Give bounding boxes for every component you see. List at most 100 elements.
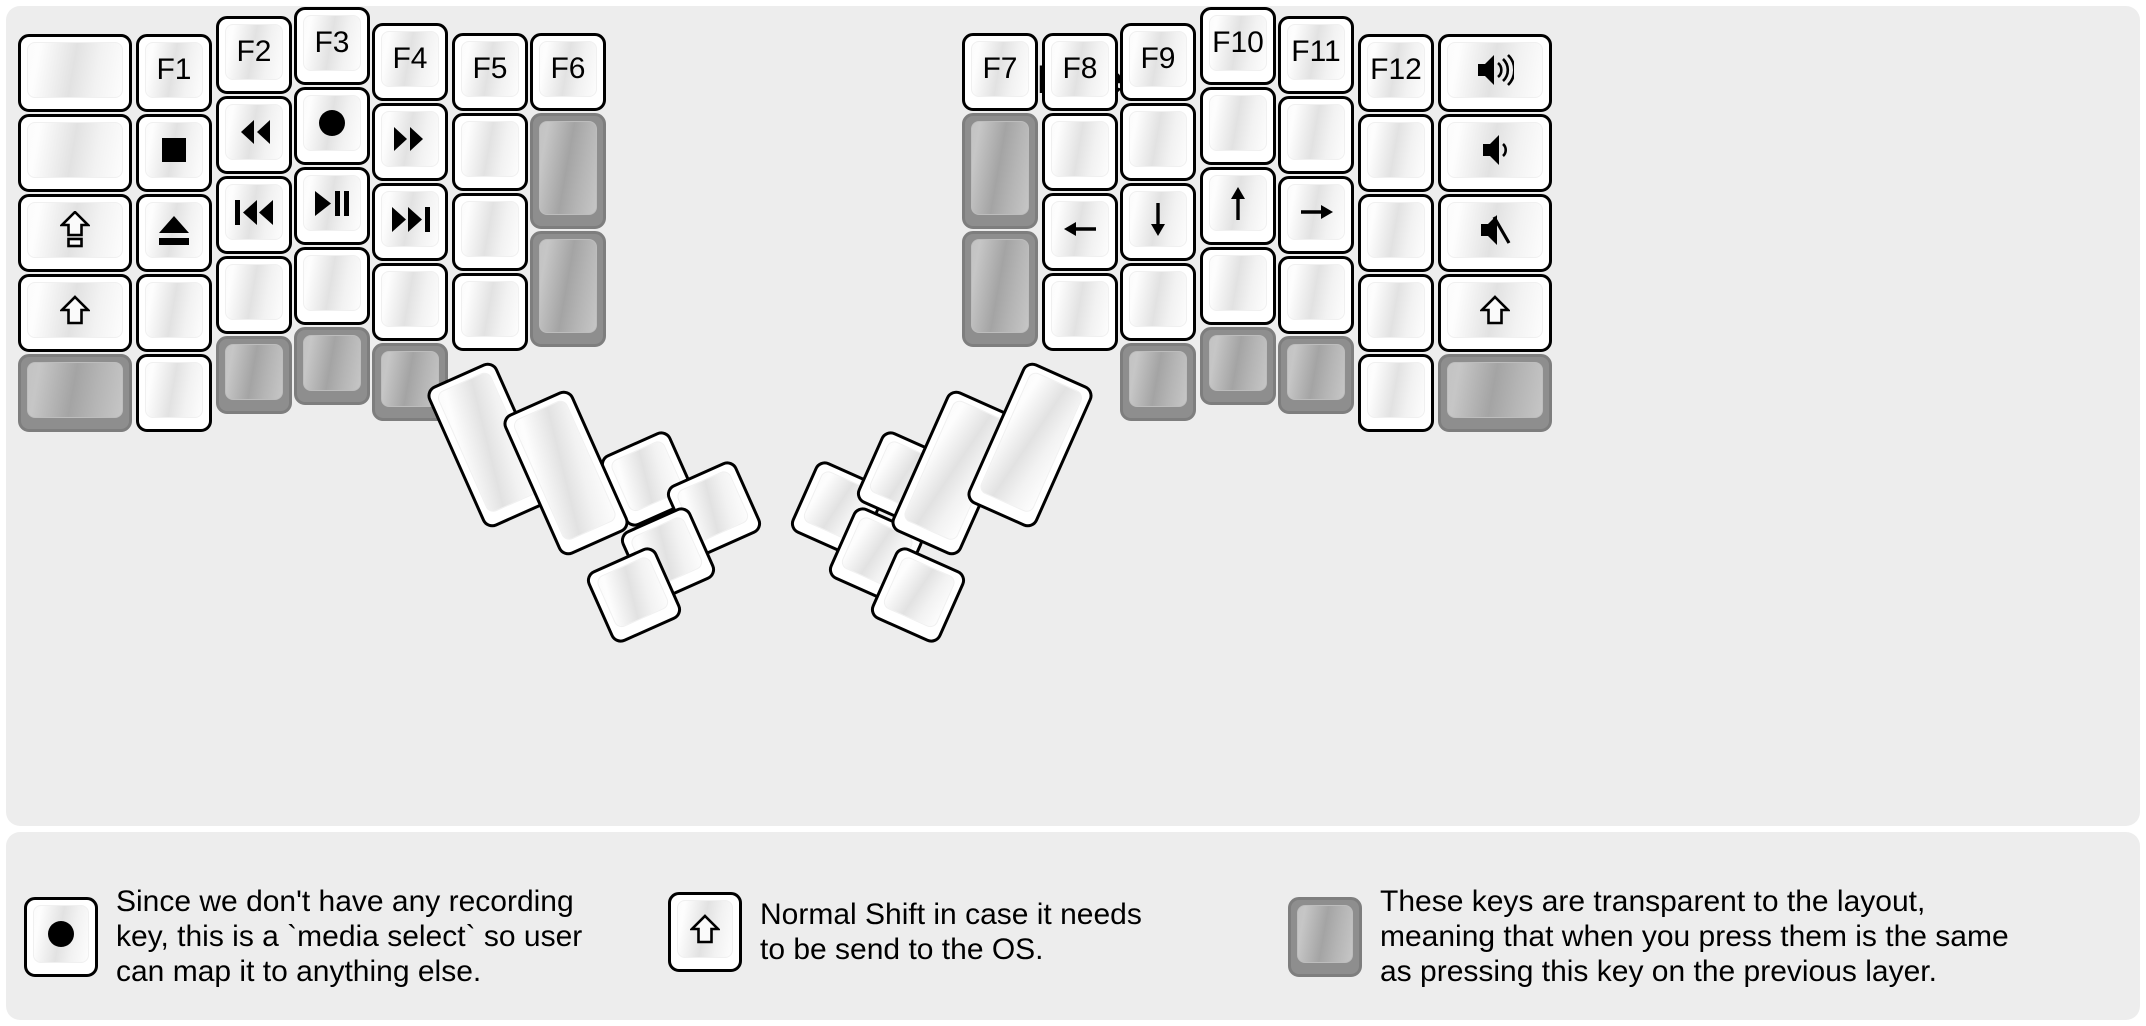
right-pinky-outer-key-1[interactable] <box>1438 34 1552 112</box>
key-label: F1 <box>156 53 192 86</box>
left-index-inner-key-2[interactable] <box>452 113 528 191</box>
keycap-face <box>1129 191 1187 247</box>
keycap-face <box>1129 111 1187 167</box>
keycap-face <box>594 554 671 630</box>
right-index-inner-key-2[interactable] <box>962 113 1038 229</box>
right-middle-key-3[interactable] <box>1120 183 1196 261</box>
left-index-key-2[interactable] <box>372 103 448 181</box>
right-pinky-ring-key-3[interactable] <box>1278 176 1354 254</box>
keycap-face <box>1287 344 1345 400</box>
left-index-key-3[interactable] <box>372 183 448 261</box>
right-pinky-ring-key-4[interactable] <box>1278 256 1354 334</box>
right-middle-key-4[interactable] <box>1120 263 1196 341</box>
left-pinky-key-5[interactable] <box>136 354 212 432</box>
keycap-face <box>1129 351 1187 407</box>
left-pinky-key-1[interactable]: F1 <box>136 34 212 112</box>
media-eject-icon <box>157 214 191 247</box>
media-prev-track-icon <box>234 199 275 226</box>
key-label: F5 <box>472 52 508 85</box>
keycap-face <box>971 239 1029 333</box>
left-inner-key-2[interactable] <box>530 113 606 229</box>
right-pinky-outer-key-3[interactable] <box>1438 194 1552 272</box>
left-pinky-key-4[interactable] <box>136 274 212 352</box>
right-ring-key-4[interactable] <box>1200 247 1276 325</box>
legend-item-3: These keys are transparent to the layout… <box>1288 884 2009 989</box>
left-inner-key-1[interactable]: F6 <box>530 33 606 111</box>
right-pinky-ring-key-1[interactable]: F11 <box>1278 16 1354 94</box>
left-middle-key-1[interactable]: F3 <box>294 7 370 85</box>
left-ring-key-4[interactable] <box>216 256 292 334</box>
right-pinky-key-4[interactable] <box>1358 274 1434 352</box>
keycap-face <box>1209 175 1267 231</box>
right-pinky-ring-key-2[interactable] <box>1278 96 1354 174</box>
left-index-inner-key-4[interactable] <box>452 273 528 351</box>
left-index-key-4[interactable] <box>372 263 448 341</box>
right-pinky-ring-key-5[interactable] <box>1278 336 1354 414</box>
left-pinky-key-3[interactable] <box>136 194 212 272</box>
left-inner-key-3[interactable] <box>530 231 606 347</box>
keycap-face <box>1297 904 1353 963</box>
right-middle-key-5[interactable] <box>1120 343 1196 421</box>
right-index-key-2[interactable] <box>1042 113 1118 191</box>
right-index-key-3[interactable] <box>1042 193 1118 271</box>
right-index-key-4[interactable] <box>1042 273 1118 351</box>
left-index-inner-key-3[interactable] <box>452 193 528 271</box>
right-pinky-outer-key-5[interactable] <box>1438 354 1552 432</box>
left-index-key-5[interactable] <box>372 343 448 421</box>
left-pinky-outer-key-2[interactable] <box>18 114 132 192</box>
volume-down-icon <box>1481 133 1509 167</box>
left-pinky-outer-key-4[interactable] <box>18 274 132 352</box>
media-fast-forward-icon <box>391 126 429 152</box>
right-middle-key-2[interactable] <box>1120 103 1196 181</box>
record-dot-icon <box>46 919 76 949</box>
arrow-left-icon <box>1063 216 1098 242</box>
keycap-face <box>225 184 283 240</box>
left-pinky-outer-key-1[interactable] <box>18 34 132 112</box>
left-middle-key-3[interactable] <box>294 167 370 245</box>
right-pinky-outer-key-4[interactable] <box>1438 274 1552 352</box>
arrow-down-icon <box>1145 202 1171 237</box>
right-ring-key-3[interactable] <box>1200 167 1276 245</box>
left-index-inner-key-1[interactable]: F5 <box>452 33 528 111</box>
right-middle-key-1[interactable]: F9 <box>1120 23 1196 101</box>
keycap-face <box>1209 95 1267 151</box>
keycap-face <box>539 239 597 333</box>
left-pinky-outer-key-5[interactable] <box>18 354 132 432</box>
left-middle-key-2[interactable] <box>294 87 370 165</box>
legend-item-2: Normal Shift in case it needs to be send… <box>668 892 1142 972</box>
keycap-face <box>677 900 733 958</box>
left-middle-key-4[interactable] <box>294 247 370 325</box>
key-label: F11 <box>1291 35 1341 68</box>
left-ring-key-2[interactable] <box>216 96 292 174</box>
volume-mute-icon <box>1479 213 1511 247</box>
keycap-face <box>1051 281 1109 337</box>
right-ring-key-2[interactable] <box>1200 87 1276 165</box>
right-index-inner-key-1[interactable]: F7 <box>962 33 1038 111</box>
left-ring-key-1[interactable]: F2 <box>216 16 292 94</box>
right-pinky-key-5[interactable] <box>1358 354 1434 432</box>
right-pinky-key-1[interactable]: F12 <box>1358 34 1434 112</box>
keycap-face: F10 <box>1209 15 1267 71</box>
keycap-face <box>27 202 123 258</box>
right-pinky-key-3[interactable] <box>1358 194 1434 272</box>
right-pinky-key-2[interactable] <box>1358 114 1434 192</box>
right-index-inner-key-3[interactable] <box>962 231 1038 347</box>
legend-panel <box>6 832 2140 1020</box>
keycap-face <box>1367 122 1425 178</box>
keycap-face <box>1051 201 1109 257</box>
legend-key-1 <box>24 896 98 977</box>
right-index-key-1[interactable]: F8 <box>1042 33 1118 111</box>
left-ring-key-3[interactable] <box>216 176 292 254</box>
key-label: F6 <box>550 52 586 85</box>
left-middle-key-5[interactable] <box>294 327 370 405</box>
legend-text-2: Normal Shift in case it needs to be send… <box>760 897 1142 966</box>
right-ring-key-1[interactable]: F10 <box>1200 7 1276 85</box>
left-pinky-key-2[interactable] <box>136 114 212 192</box>
left-pinky-outer-key-3[interactable] <box>18 194 132 272</box>
media-next-track-icon <box>390 206 431 233</box>
right-ring-key-5[interactable] <box>1200 327 1276 405</box>
left-ring-key-5[interactable] <box>216 336 292 414</box>
left-index-key-1[interactable]: F4 <box>372 23 448 101</box>
right-pinky-outer-key-2[interactable] <box>1438 114 1552 192</box>
